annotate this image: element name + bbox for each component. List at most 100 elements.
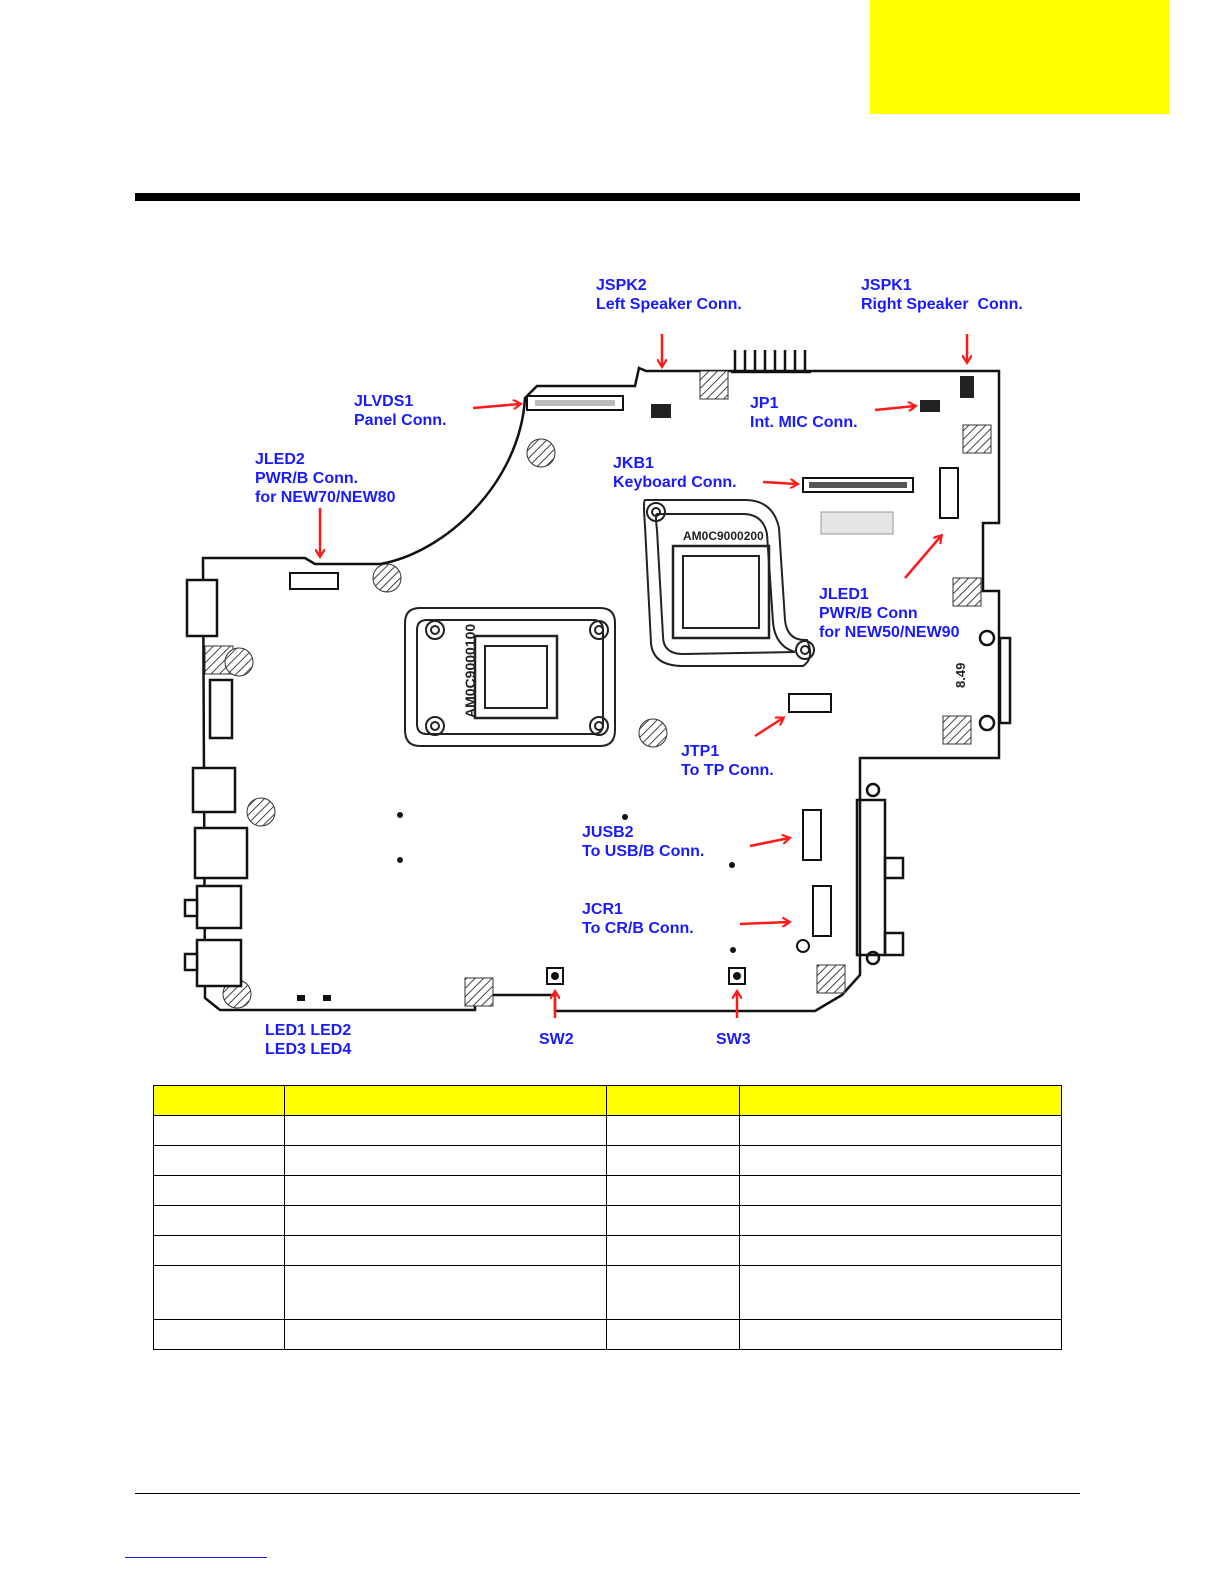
table-header-cell bbox=[739, 1085, 1062, 1116]
led-component bbox=[323, 995, 331, 1001]
cpu-bracket-left bbox=[404, 607, 616, 747]
sw3-switch-knob bbox=[733, 972, 741, 980]
callout-ref: JLED1 bbox=[819, 586, 869, 603]
callout-desc: Int. MIC Conn. bbox=[750, 414, 858, 431]
left-io-ports bbox=[183, 578, 249, 988]
table-header-cell bbox=[153, 1085, 285, 1116]
small-hole bbox=[796, 939, 810, 953]
jspk1-connector bbox=[960, 376, 974, 398]
table-row bbox=[153, 1145, 1062, 1176]
callout-ref: JTP1 bbox=[681, 743, 720, 760]
table-cell bbox=[284, 1235, 607, 1266]
callout-ref: JCR1 bbox=[582, 901, 623, 918]
hinge-connector bbox=[978, 629, 1012, 732]
jlvds1-arrow bbox=[472, 404, 520, 408]
via-dot bbox=[622, 814, 628, 820]
table-cell bbox=[153, 1265, 285, 1320]
callout-desc: Keyboard Conn. bbox=[613, 474, 737, 491]
callout-ref: SW2 bbox=[539, 1031, 574, 1048]
jlvds1-connector-inner bbox=[535, 400, 615, 406]
table-cell bbox=[739, 1205, 1062, 1236]
via-dot bbox=[397, 857, 403, 863]
callout-ref: JSPK2 bbox=[596, 277, 647, 294]
hatched-pad bbox=[942, 715, 972, 745]
jled1-arrow bbox=[904, 536, 941, 579]
table-cell bbox=[739, 1175, 1062, 1206]
jtp1-arrow bbox=[754, 718, 783, 738]
mainboard-drawing: AM0C9000100 AM0C9000200 bbox=[183, 334, 1012, 1018]
table-cell bbox=[153, 1175, 285, 1206]
via-dot bbox=[729, 862, 735, 868]
footer-link-underline[interactable] bbox=[125, 1557, 267, 1558]
jcr1-connector bbox=[812, 885, 832, 937]
callout-ref: SW3 bbox=[716, 1031, 751, 1048]
table-cell bbox=[606, 1115, 740, 1146]
jusb2-arrow bbox=[749, 838, 789, 848]
jp1-arrow bbox=[874, 406, 915, 410]
table-cell bbox=[739, 1115, 1062, 1146]
table-cell bbox=[606, 1265, 740, 1320]
mounting-hole bbox=[246, 797, 276, 827]
table-cell bbox=[153, 1205, 285, 1236]
callout-desc: To CR/B Conn. bbox=[582, 920, 694, 937]
top-connector bbox=[731, 350, 811, 374]
board-outline bbox=[201, 366, 1001, 1013]
table-row bbox=[153, 1235, 1062, 1266]
table-cell bbox=[606, 1235, 740, 1266]
callout-sw3: SW3 bbox=[716, 1030, 751, 1049]
mounting-hole bbox=[526, 438, 556, 468]
jkb1-connector-inner bbox=[809, 482, 907, 488]
hatched-pad bbox=[699, 370, 729, 400]
table-header-cell bbox=[606, 1085, 740, 1116]
table-cell bbox=[739, 1265, 1062, 1320]
callout-desc: Right Speaker Conn. bbox=[861, 296, 1023, 313]
jp1-connector bbox=[920, 400, 940, 412]
callout-sw2: SW2 bbox=[539, 1030, 574, 1049]
callout-ref: JUSB2 bbox=[582, 824, 634, 841]
chapter-tab-marker bbox=[870, 0, 1169, 114]
gpu-bracket-right bbox=[643, 499, 815, 667]
jkb1-arrow bbox=[762, 482, 797, 484]
table-cell bbox=[284, 1319, 607, 1350]
mounting-hole bbox=[224, 647, 254, 677]
table-cell bbox=[284, 1205, 607, 1236]
table-cell bbox=[739, 1319, 1062, 1350]
table-cell bbox=[606, 1205, 740, 1236]
via-dot bbox=[730, 947, 736, 953]
callout-desc: Left Speaker Conn. bbox=[596, 296, 742, 313]
via-dot bbox=[397, 812, 403, 818]
hatched-pad bbox=[816, 964, 846, 994]
callout-ref: LED1 LED2 bbox=[265, 1022, 352, 1039]
mainboard-diagram: AM0C9000100 AM0C9000200 bbox=[175, 268, 1050, 1060]
footer-rule bbox=[135, 1493, 1080, 1494]
table-cell bbox=[153, 1235, 285, 1266]
table-cell bbox=[606, 1145, 740, 1176]
table-row bbox=[153, 1115, 1062, 1146]
callout-ref: JSPK1 bbox=[861, 277, 912, 294]
jled2-connector bbox=[289, 572, 339, 590]
jusb2-connector bbox=[802, 809, 822, 861]
connector-table bbox=[153, 1085, 1062, 1350]
callout-ref: JP1 bbox=[750, 395, 779, 412]
hatched-pad bbox=[962, 424, 992, 454]
connector-shadow bbox=[820, 511, 894, 535]
table-header-row bbox=[153, 1085, 1062, 1116]
table-cell bbox=[739, 1145, 1062, 1176]
table-row bbox=[153, 1175, 1062, 1206]
table-cell bbox=[284, 1265, 607, 1320]
table-row bbox=[153, 1319, 1062, 1350]
sw2-switch-knob bbox=[551, 972, 559, 980]
jcr1-arrow bbox=[739, 922, 789, 924]
side-mark-label: 8.49 bbox=[953, 663, 968, 688]
callout-ref: JLED2 bbox=[255, 451, 305, 468]
table-header-cell bbox=[284, 1085, 607, 1116]
table-cell bbox=[739, 1235, 1062, 1266]
table-cell bbox=[153, 1319, 285, 1350]
